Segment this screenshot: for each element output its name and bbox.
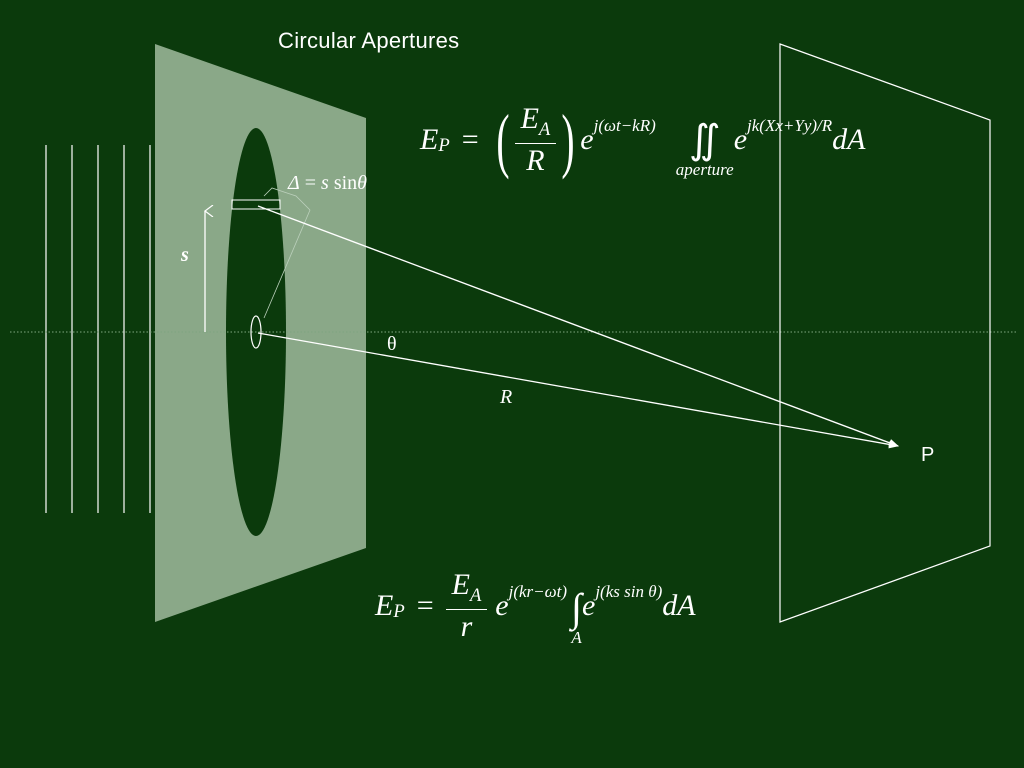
eq1-lhs-e: E bbox=[420, 123, 439, 156]
eq2-fraction: EA r bbox=[445, 568, 488, 644]
eq2-e1: e bbox=[495, 589, 509, 622]
eq2-e2: e bbox=[582, 589, 596, 622]
strip-element bbox=[231, 199, 281, 210]
delta-symbol: Δ bbox=[288, 172, 300, 194]
eq1-den: R bbox=[526, 144, 545, 177]
eq2-exp1: j(kr−ωt) bbox=[508, 582, 568, 601]
delta-sin: sin bbox=[333, 172, 358, 194]
eq2-lhs-e: E bbox=[375, 589, 394, 622]
eq1-left-paren: ( bbox=[496, 100, 510, 180]
eq2-lhs-sub: P bbox=[393, 601, 405, 622]
delta-equals: = bbox=[304, 172, 317, 194]
eq1-fraction: EA R bbox=[514, 102, 557, 178]
eq2-limit: A bbox=[571, 628, 582, 647]
eq1-exp1: j(ωt−kR) bbox=[593, 116, 656, 135]
theta-label: θ bbox=[387, 333, 397, 355]
eq1-integral-group: ∬ aperture bbox=[676, 120, 734, 180]
delta-theta: θ bbox=[357, 172, 367, 194]
eq1-num-sub: A bbox=[538, 119, 551, 140]
observation-screen bbox=[779, 43, 991, 623]
s-label: s bbox=[181, 244, 189, 266]
eq2-den: r bbox=[460, 610, 473, 643]
eq2-equals: = bbox=[416, 589, 434, 622]
center-element bbox=[250, 315, 262, 349]
delta-construction bbox=[263, 187, 311, 319]
eq2-num-e: E bbox=[451, 568, 470, 601]
ray-from-center bbox=[257, 332, 899, 449]
eq1-lhs-sub: P bbox=[438, 135, 450, 156]
r-label: R bbox=[500, 386, 513, 408]
eq1-limit: aperture bbox=[675, 160, 734, 179]
slide-title: Circular Apertures bbox=[278, 28, 460, 53]
incident-wavefronts bbox=[45, 145, 151, 513]
p-label: P bbox=[921, 444, 935, 466]
eq2-integral: ∫ bbox=[571, 585, 582, 630]
eq2-da: dA bbox=[662, 589, 696, 622]
eq1-exp2: jk(Xx+Yy)/R bbox=[747, 116, 833, 135]
path-difference-label: Δ = s sinθ bbox=[288, 172, 367, 195]
eq1-e2: e bbox=[733, 123, 748, 156]
eq2-integral-group: ∫ A bbox=[571, 588, 582, 648]
eq1-da: dA bbox=[832, 123, 866, 156]
ray-from-strip bbox=[257, 205, 899, 447]
eq2-num-sub: A bbox=[469, 585, 482, 606]
delta-s: s bbox=[321, 172, 329, 194]
eq1-integral: ∬ bbox=[688, 117, 721, 162]
eq1-num-e: E bbox=[520, 102, 539, 135]
eq2-exp2: j(ks sin θ) bbox=[595, 582, 663, 601]
eq1-e1: e bbox=[580, 123, 594, 156]
eq1-equals: = bbox=[461, 123, 479, 156]
eq1-right-paren: ) bbox=[561, 100, 575, 180]
